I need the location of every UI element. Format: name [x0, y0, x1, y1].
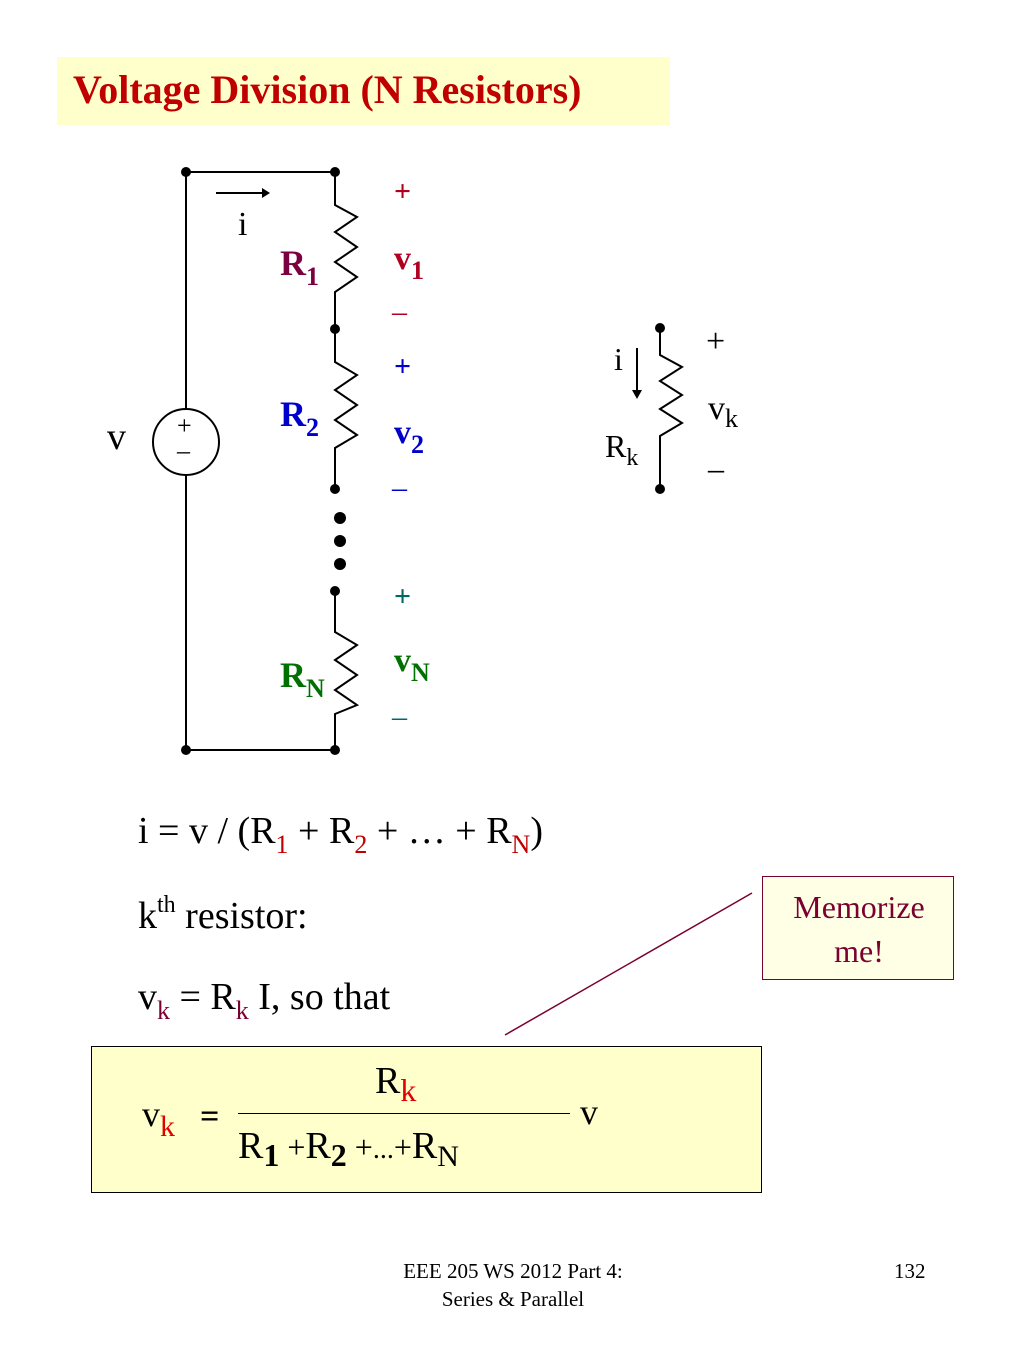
- inset-resistor-label: Rk: [605, 428, 639, 471]
- formula-equals: =: [200, 1098, 220, 1135]
- page-number: 132: [894, 1259, 926, 1283]
- equation-current: i = v / (R1 + R2 + … + RN): [138, 810, 543, 859]
- inset-plus: +: [706, 323, 726, 360]
- source-voltage-label: v: [107, 416, 126, 458]
- footer-line-2: Series & Parallel: [441, 1287, 585, 1312]
- source-minus: –: [177, 436, 190, 465]
- r1-label: R1: [280, 243, 319, 291]
- v2-plus: +: [394, 350, 412, 383]
- r2-label: R2: [280, 394, 319, 442]
- v1-plus: +: [394, 175, 412, 208]
- formula-box: [91, 1046, 762, 1193]
- footer-course: EEE 205 WS 2012 Part 4: Series & Paralle…: [374, 1257, 652, 1314]
- voltage-source: [152, 408, 220, 476]
- resistor-r2: [333, 350, 359, 460]
- memorize-callout: Memorize me!: [762, 876, 954, 980]
- vn-plus: +: [394, 580, 412, 613]
- formula-numerator: Rk: [375, 1060, 417, 1108]
- circuit-nodes: [181, 167, 665, 755]
- vn-minus: –: [392, 700, 407, 733]
- formula-lhs: vk: [142, 1094, 175, 1143]
- rn-label: RN: [280, 655, 325, 703]
- inset-current-label: i: [614, 341, 623, 377]
- formula-denominator: R1 +R2 +...+RN: [238, 1125, 459, 1173]
- inset-minus: –: [708, 450, 724, 486]
- current-label: i: [238, 206, 248, 243]
- vn-label: vN: [394, 642, 430, 687]
- fraction-bar: [238, 1113, 570, 1114]
- resistor-rn: [333, 620, 360, 722]
- v2-minus: –: [392, 471, 407, 504]
- memo-line-1: Memorize: [793, 889, 925, 925]
- equation-kth-resistor: kth resistor:: [138, 892, 308, 937]
- v1-label: v1: [394, 240, 424, 285]
- formula-rhs: v: [580, 1092, 598, 1132]
- v2-label: v2: [394, 414, 424, 459]
- footer-line-1: EEE 205 WS 2012 Part 4:: [403, 1259, 623, 1283]
- page-title: Voltage Division (N Resistors): [73, 67, 582, 112]
- memo-line-2: me!: [834, 933, 884, 969]
- callout-line: [504, 892, 753, 1036]
- v1-minus: –: [392, 295, 407, 328]
- resistor-r1: [333, 195, 359, 305]
- inset-voltage-label: vk: [708, 390, 738, 433]
- equation-vk: vk = Rk I, so that: [138, 976, 391, 1025]
- resistor-rk: [658, 343, 684, 448]
- title-background: [57, 57, 670, 125]
- source-plus: +: [177, 411, 192, 440]
